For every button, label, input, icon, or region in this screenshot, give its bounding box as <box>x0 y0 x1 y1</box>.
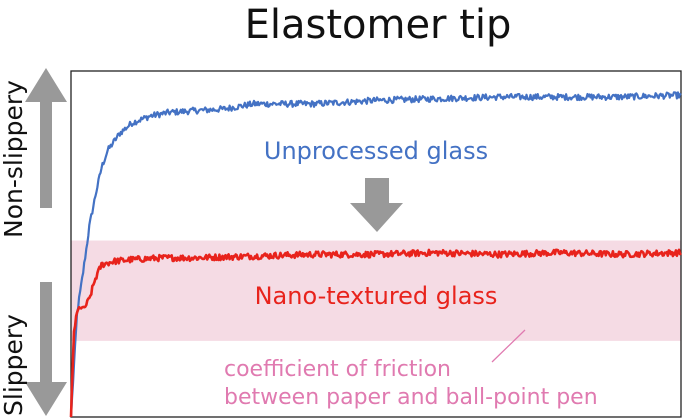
up-arrow-icon <box>25 68 67 208</box>
y-label-top: Non-slippery <box>0 80 28 238</box>
plot-frame <box>70 70 682 418</box>
middle-down-arrow-icon <box>350 178 403 232</box>
band-label-line2: between paper and ball-point pen <box>224 385 598 410</box>
series-line-unprocessed-glass <box>69 91 682 418</box>
y-label-bottom: Slippery <box>0 314 28 416</box>
band-leader-line <box>491 329 526 363</box>
series-label-unprocessed-glass: Unprocessed glass <box>264 137 488 165</box>
band-label-line1: coefficient of friction <box>224 357 451 382</box>
series-line-nano-textured-glass <box>69 248 682 418</box>
series-label-nano-textured-glass: Nano-textured glass <box>255 282 498 310</box>
chart-title: Elastomer tip <box>245 2 512 48</box>
down-arrow-icon <box>25 282 67 416</box>
